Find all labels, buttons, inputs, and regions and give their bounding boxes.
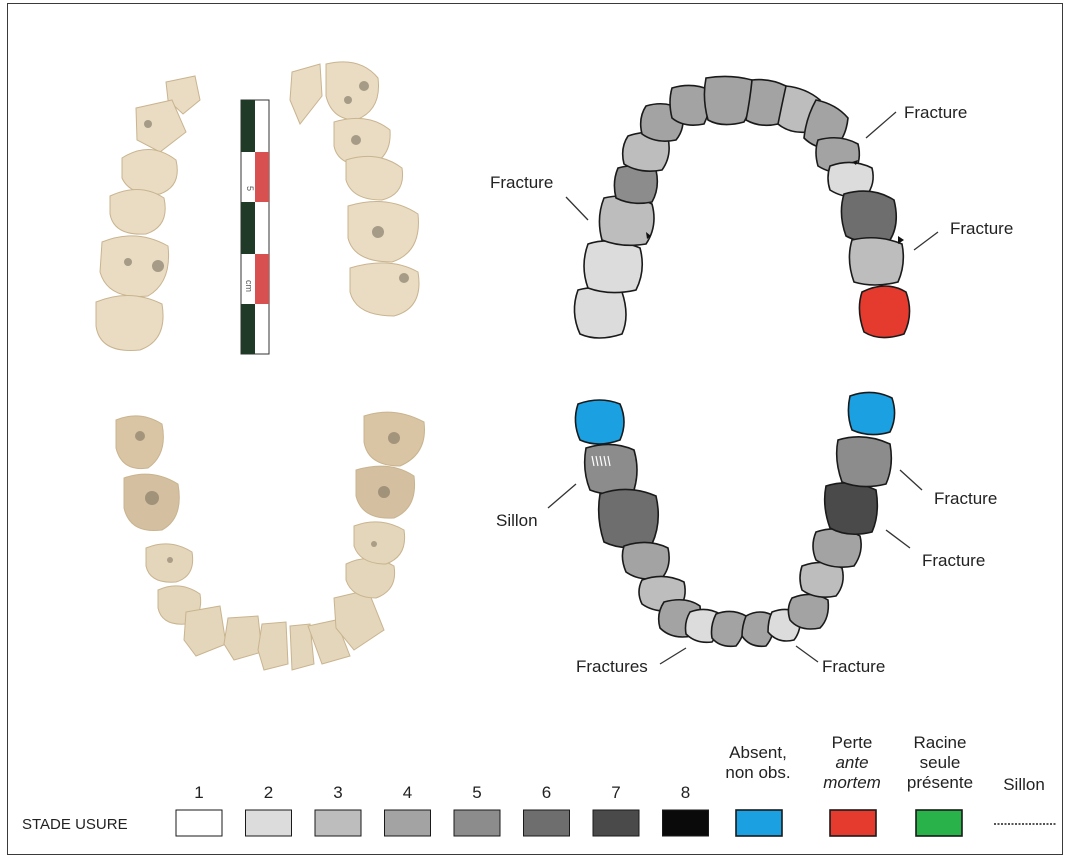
legend-perte-line1: Perte — [832, 733, 873, 752]
legend: STADE USURE 1 2 3 4 5 6 7 8 Absent, non obs. Pe… — [22, 733, 1056, 836]
tooth-lower-L1 — [712, 611, 747, 646]
legend-stage-swatch — [593, 810, 639, 836]
annotation-fracture-lower-right-1: Fracture — [934, 489, 997, 508]
scale-label: cm — [244, 280, 254, 292]
tooth-upper-R8 — [859, 286, 909, 338]
tooth-lower-L6 — [599, 489, 659, 547]
legend-racine-swatch — [916, 810, 962, 836]
legend-racine-line2: seule — [920, 753, 961, 772]
photo-tooth — [96, 295, 163, 350]
legend-stage-label: 4 — [403, 783, 412, 802]
legend-stage-swatch — [663, 810, 709, 836]
photo-tooth — [122, 149, 177, 194]
photo-tooth — [354, 522, 405, 564]
tooth-lower-R6 — [825, 483, 878, 534]
annotation-sillon: Sillon — [496, 511, 538, 530]
legend-stage-label: 5 — [472, 783, 481, 802]
legend-stage-swatch — [246, 810, 292, 836]
photo-tooth — [350, 263, 419, 316]
legend-stage-label: 7 — [611, 783, 620, 802]
legend-stage-label: 2 — [264, 783, 273, 802]
legend-stage-label: 3 — [333, 783, 342, 802]
tooth-lower-L5 — [622, 542, 669, 579]
photo-tooth — [224, 616, 262, 660]
legend-absent-line1: Absent, — [729, 743, 787, 762]
photo-tooth — [326, 62, 379, 120]
tooth-upper-R7 — [849, 238, 903, 285]
legend-racine-line3: présente — [907, 773, 973, 792]
annotation-fracture-upper-left: Fracture — [490, 173, 553, 192]
legend-stage-swatch — [385, 810, 431, 836]
tooth-lower-L7 — [585, 444, 637, 494]
tooth-upper-L8 — [574, 287, 626, 338]
legend-stage-label: 6 — [542, 783, 551, 802]
tooth-lower-R3 — [788, 594, 828, 629]
annotation-fractures-lower-front: Fractures — [576, 657, 648, 676]
legend-perte-line3: mortem — [823, 773, 881, 792]
photo-tooth — [346, 156, 403, 200]
legend-stage-swatch — [454, 810, 500, 836]
tooth-upper-R6 — [841, 191, 896, 242]
photo-tooth — [290, 64, 322, 124]
tooth-lower-L8 — [575, 400, 624, 444]
schematic-upper-arch — [574, 76, 909, 338]
scale-mark: 5 — [245, 186, 255, 191]
legend-stage-label: 8 — [681, 783, 690, 802]
photo-tooth — [116, 416, 163, 469]
legend-stage-label: 1 — [194, 783, 203, 802]
schematic-lower-arch — [575, 392, 894, 646]
legend-stage-swatch — [176, 810, 222, 836]
legend-stage-swatch — [524, 810, 570, 836]
legend-absent-line2: non obs. — [725, 763, 790, 782]
scale-bar: 5 cm — [241, 100, 269, 354]
legend-stage-swatch — [315, 810, 361, 836]
annotation-fracture-upper-right-1: Fracture — [904, 103, 967, 122]
legend-perte-swatch — [830, 810, 876, 836]
tooth-upper-L7 — [584, 241, 642, 293]
legend-absent-swatch — [736, 810, 782, 836]
photo-tooth — [258, 622, 288, 670]
tooth-lower-R8 — [848, 392, 894, 434]
photo-tooth — [184, 606, 226, 656]
annotation-fracture-lower-right-2: Fracture — [922, 551, 985, 570]
legend-racine-line1: Racine — [914, 733, 967, 752]
tooth-upper-L1 — [704, 76, 752, 124]
legend-sillon-label: Sillon — [1003, 775, 1045, 794]
tooth-lower-R7 — [837, 437, 892, 487]
photo-tooth — [146, 544, 193, 582]
legend-title: STADE USURE — [22, 816, 128, 833]
photo-tooth — [110, 189, 165, 234]
annotation-fracture-lower-front: Fracture — [822, 657, 885, 676]
photo-tooth — [346, 558, 395, 598]
annotation-fracture-upper-right-2: Fracture — [950, 219, 1013, 238]
photo-lower-arch — [116, 412, 425, 670]
legend-perte-line2: ante — [835, 753, 868, 772]
